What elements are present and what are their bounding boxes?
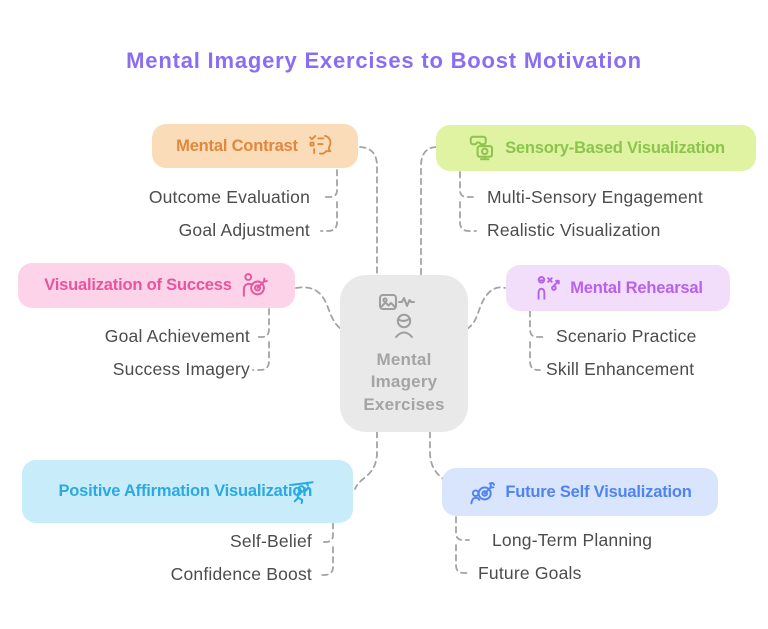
branch-mental-contrast: Mental Contrast bbox=[152, 124, 358, 168]
connector-mr-sub1 bbox=[529, 310, 545, 338]
sub-item-skill-enhancement: Skill Enhancement bbox=[546, 359, 695, 379]
sub-item-success-imagery: Success Imagery bbox=[112, 359, 250, 379]
connector-mc-sub2 bbox=[320, 201, 338, 232]
branch-label: Visualization of Success bbox=[44, 276, 232, 294]
connector-success-center bbox=[295, 286, 342, 330]
vr-headset-monitor-icon bbox=[469, 135, 494, 161]
sub-item-self-belief: Self-Belief bbox=[230, 531, 312, 551]
sub-item-long-term-planning: Long-Term Planning bbox=[492, 530, 653, 550]
person-swinging-icon bbox=[290, 480, 314, 504]
connector-pa-sub2 bbox=[317, 546, 334, 576]
connector-fs-sub2 bbox=[455, 544, 469, 574]
connector-sb-sub2 bbox=[459, 201, 477, 232]
sub-item-outcome-evaluation: Outcome Evaluation bbox=[148, 187, 310, 207]
connector-sb-sub1 bbox=[459, 171, 474, 198]
connector-center-future bbox=[429, 431, 448, 487]
connector-mr-sub2 bbox=[529, 341, 541, 371]
sub-item-multi-sensory-engagement: Multi-Sensory Engagement bbox=[487, 187, 703, 207]
connector-sensory-center bbox=[420, 146, 437, 276]
branch-label: Mental Rehearsal bbox=[570, 278, 703, 297]
connector-center-rehearsal bbox=[466, 286, 506, 330]
image-pulse-person-icon bbox=[379, 293, 415, 338]
center-node-mental-imagery-exercises: Mental Imagery Exercises bbox=[340, 275, 468, 432]
sub-item-goal-adjustment: Goal Adjustment bbox=[178, 220, 310, 240]
branch-sensory-based-visualization: Sensory-Based Visualization bbox=[436, 125, 756, 171]
branch-mental-rehearsal: Mental Rehearsal bbox=[506, 265, 730, 311]
sub-item-realistic-visualization: Realistic Visualization bbox=[487, 220, 661, 240]
sub-item-future-goals: Future Goals bbox=[478, 563, 582, 583]
connector-mc-sub1 bbox=[323, 169, 338, 198]
connector-vs-sub1 bbox=[255, 308, 270, 338]
connector-pa-sub1 bbox=[319, 522, 334, 543]
connector-mental-contrast-center bbox=[359, 146, 378, 276]
branch-label: Future Self Visualization bbox=[505, 482, 692, 501]
connector-vs-sub2 bbox=[252, 341, 270, 371]
branch-label: Positive Affirmation Visualization bbox=[58, 482, 313, 501]
center-node-label: Mental Imagery Exercises bbox=[363, 349, 445, 414]
page-title: Mental Imagery Exercises to Boost Motiva… bbox=[126, 48, 642, 73]
branch-positive-affirmation-visualization: Positive Affirmation Visualization bbox=[22, 460, 353, 523]
branch-visualization-of-success: Visualization of Success bbox=[18, 263, 295, 308]
branch-label: Sensory-Based Visualization bbox=[505, 138, 725, 157]
person-dart-target-icon bbox=[470, 481, 496, 504]
branch-label: Mental Contrast bbox=[176, 136, 298, 155]
person-strategy-icon bbox=[537, 275, 560, 300]
sub-item-confidence-boost: Confidence Boost bbox=[170, 564, 312, 584]
head-checklist-icon bbox=[308, 135, 332, 155]
branch-future-self-visualization: Future Self Visualization bbox=[442, 468, 718, 516]
connector-fs-sub1 bbox=[455, 516, 470, 541]
connector-center-affirmation bbox=[354, 431, 378, 490]
sub-item-scenario-practice: Scenario Practice bbox=[556, 326, 697, 346]
sub-item-goal-achievement: Goal Achievement bbox=[104, 326, 250, 346]
person-target-icon bbox=[242, 273, 268, 297]
